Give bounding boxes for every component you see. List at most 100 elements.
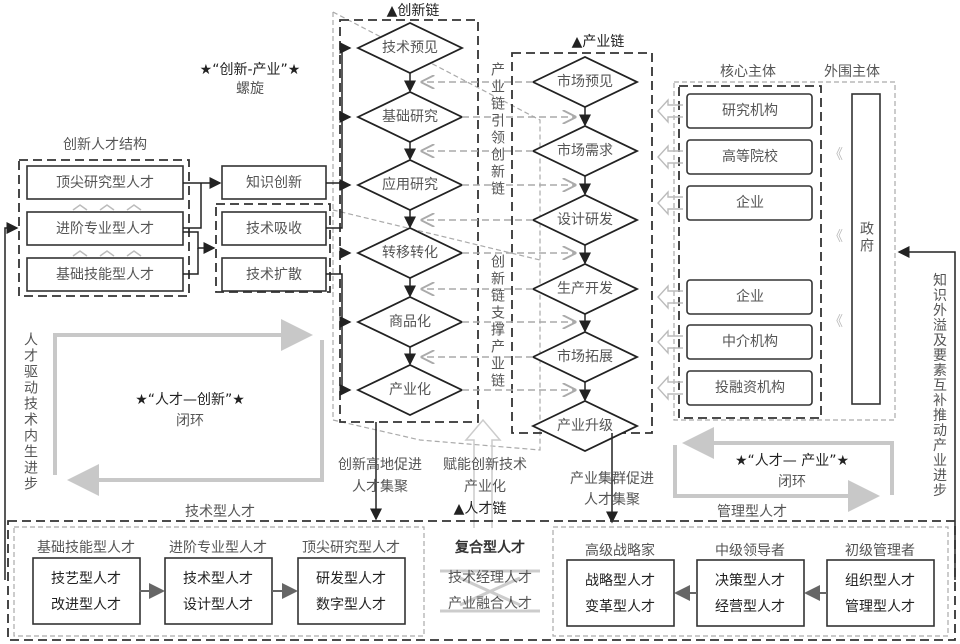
spiral-band — [332, 11, 541, 451]
core-subject-label: 高等院校 — [722, 148, 778, 165]
industry-chain-title: ▲产业链 — [572, 34, 625, 50]
loop-title: ★“人才— 产业”★ — [735, 453, 849, 469]
core-subject-label: 企业 — [736, 194, 764, 211]
talent-chain-title: ▲人才链 — [454, 501, 507, 517]
core-subject-label: 企业 — [736, 288, 764, 305]
tech-process-group — [215, 203, 331, 293]
talent-type: 技艺型人才 — [51, 571, 121, 587]
talent-chain-up-arrow — [464, 418, 502, 528]
core-subject-item: 研究机构 — [686, 93, 813, 129]
composite-talent-item: 技术经理人才 — [448, 570, 532, 586]
talent-structure-label: 基础技能型人才 — [56, 266, 154, 283]
knowledge-innovation-box: 知识创新 — [221, 165, 327, 200]
management-talent-box — [552, 526, 949, 637]
talent-type: 数字型人才 — [316, 597, 386, 613]
hollow-left-arrow-icon — [657, 98, 683, 124]
double-chevron-left-icons: 《《《 — [829, 147, 843, 330]
node-label: 设计研发 — [557, 212, 613, 228]
tech-diffusion-box: 技术扩散 — [221, 257, 327, 292]
svg-text:《: 《 — [829, 314, 843, 330]
composite-talent-title: 复合型人才 — [454, 539, 525, 556]
outer-subject-title: 外围主体 — [824, 64, 880, 80]
hollow-left-arrow-icon — [657, 284, 683, 310]
node-label: 技术预见 — [382, 40, 438, 56]
highland-label: 创新高地促进 — [338, 456, 422, 473]
chevron-up-icons — [72, 204, 142, 257]
core-subject-item: 企业 — [686, 279, 813, 315]
node-label: 市场预见 — [557, 73, 613, 90]
industry-node: 生产开发 — [530, 263, 640, 315]
node-label: 市场拓展 — [557, 348, 613, 365]
level-label: 顶尖研究型人才 — [302, 540, 400, 556]
government-box: 政府 — [851, 93, 881, 405]
process-label: 知识创新 — [246, 174, 302, 191]
svg-text:《: 《 — [829, 229, 843, 245]
innovation-node: 商品化 — [355, 296, 465, 348]
spiral-title: ★“创新-产业”★ — [200, 62, 301, 78]
node-label: 产业升级 — [557, 418, 613, 434]
talent-type: 决策型人才 — [715, 572, 785, 589]
composite-talent-item: 产业融合人才 — [448, 596, 532, 612]
loop-subtitle: 闭环 — [176, 413, 204, 429]
innovation-chain-box — [339, 19, 479, 423]
talent-type: 管理型人才 — [845, 599, 915, 615]
talent-structure-item: 基础技能型人才 — [26, 257, 184, 292]
level-label: 高级战略家 — [585, 542, 655, 559]
talent-structure-item: 顶尖研究型人才 — [26, 165, 184, 200]
level-label: 初级管理者 — [845, 542, 915, 559]
tech-absorption-box: 技术吸收 — [221, 211, 327, 246]
left-side-text: 人才驱动技术内生进步 — [22, 332, 38, 492]
talent-structure-item: 进阶专业型人才 — [26, 211, 184, 246]
industry-node: 设计研发 — [530, 194, 640, 246]
node-label: 生产开发 — [557, 281, 613, 297]
hollow-left-arrow-icon — [657, 144, 683, 170]
loop-subtitle: 闭环 — [778, 474, 806, 490]
highland-label: 人才集聚 — [352, 478, 408, 495]
talent-structure-label: 顶尖研究型人才 — [56, 175, 154, 191]
empower-label: 赋能创新技术 — [443, 457, 527, 473]
talent-structure-title: 创新人才结构 — [63, 137, 147, 153]
talent-type: 研发型人才 — [316, 571, 386, 587]
svg-text:《: 《 — [829, 147, 843, 163]
cluster-label: 人才集聚 — [584, 491, 640, 508]
industry-node: 市场拓展 — [530, 331, 640, 383]
core-subject-item: 高等院校 — [686, 139, 813, 175]
loop-title: ★“人才—创新”★ — [135, 392, 245, 408]
industry-node: 市场需求 — [530, 125, 640, 177]
talent-structure-label: 进阶专业型人才 — [56, 221, 154, 237]
hollow-left-arrow-icon — [657, 190, 683, 216]
innovation-chain-title: ▲创新链 — [387, 3, 440, 19]
node-label: 应用研究 — [382, 176, 438, 193]
node-label: 基础研究 — [382, 108, 438, 125]
talent-innovation-loop: ★“人才—创新”★ 闭环 — [53, 319, 324, 496]
innovation-node: 转移转化 — [355, 227, 465, 279]
level-label: 进阶专业型人才 — [169, 540, 267, 556]
management-talent-title: 管理型人才 — [717, 504, 787, 520]
talent-type: 技术型人才 — [183, 571, 253, 587]
innovation-node: 技术预见 — [355, 22, 465, 74]
core-subject-item: 企业 — [686, 185, 813, 221]
hollow-left-arrow-icon — [657, 375, 683, 401]
technical-talent-box — [13, 526, 425, 637]
node-label: 商品化 — [389, 314, 431, 330]
talent-type: 组织型人才 — [845, 573, 915, 589]
outer-subject-box — [673, 81, 896, 421]
node-label: 市场需求 — [557, 142, 613, 159]
chain-interaction-arrows — [422, 82, 575, 390]
talent-type: 经营型人才 — [715, 599, 785, 615]
industry-node: 市场预见 — [530, 56, 640, 108]
core-subject-item: 投融资机构 — [686, 370, 813, 406]
industry-leads-innovation-text: 产业链引领创新链 — [489, 62, 505, 198]
cluster-label: 产业集群促进 — [570, 470, 654, 487]
core-subject-box — [678, 85, 822, 419]
government-label: 政府 — [858, 221, 874, 255]
core-subject-label: 研究机构 — [722, 103, 778, 119]
